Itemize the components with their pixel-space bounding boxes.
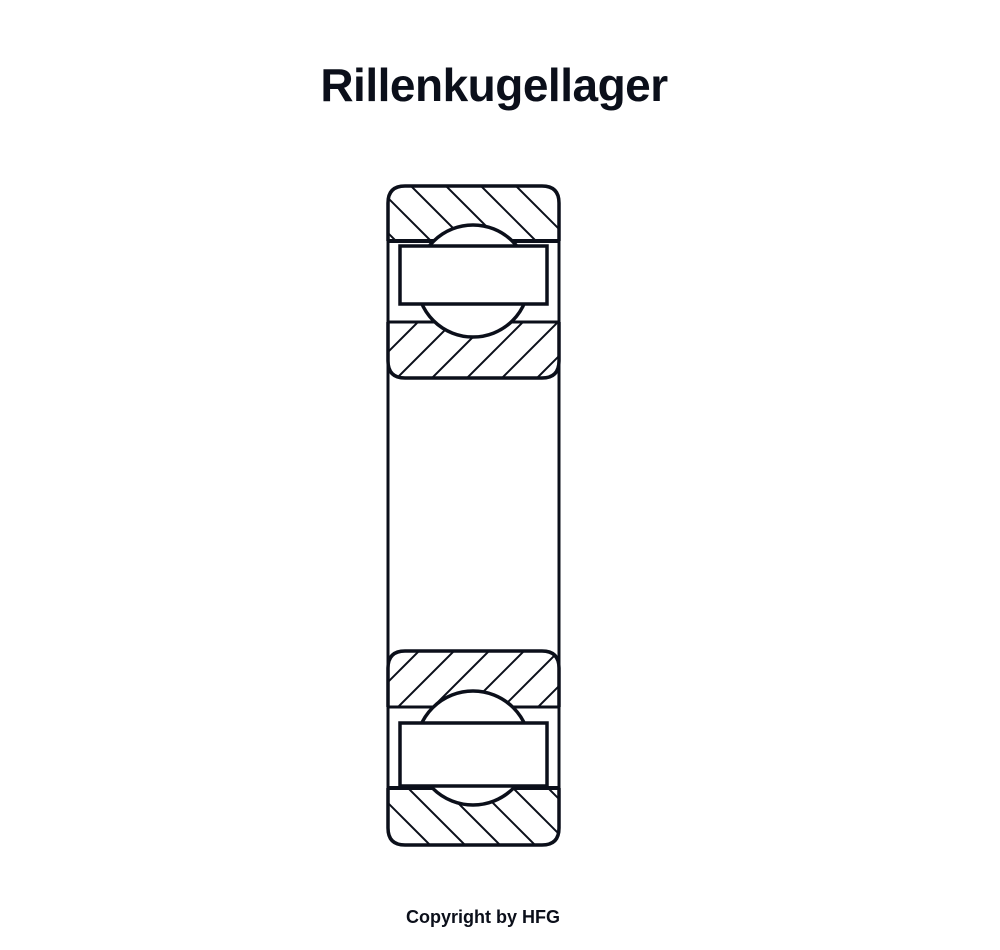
diagram-title: Rillenkugellager <box>320 59 668 111</box>
copyright-notice: Copyright by HFG <box>406 907 560 927</box>
cage-bottom <box>398 721 549 788</box>
cage-top <box>398 244 549 306</box>
